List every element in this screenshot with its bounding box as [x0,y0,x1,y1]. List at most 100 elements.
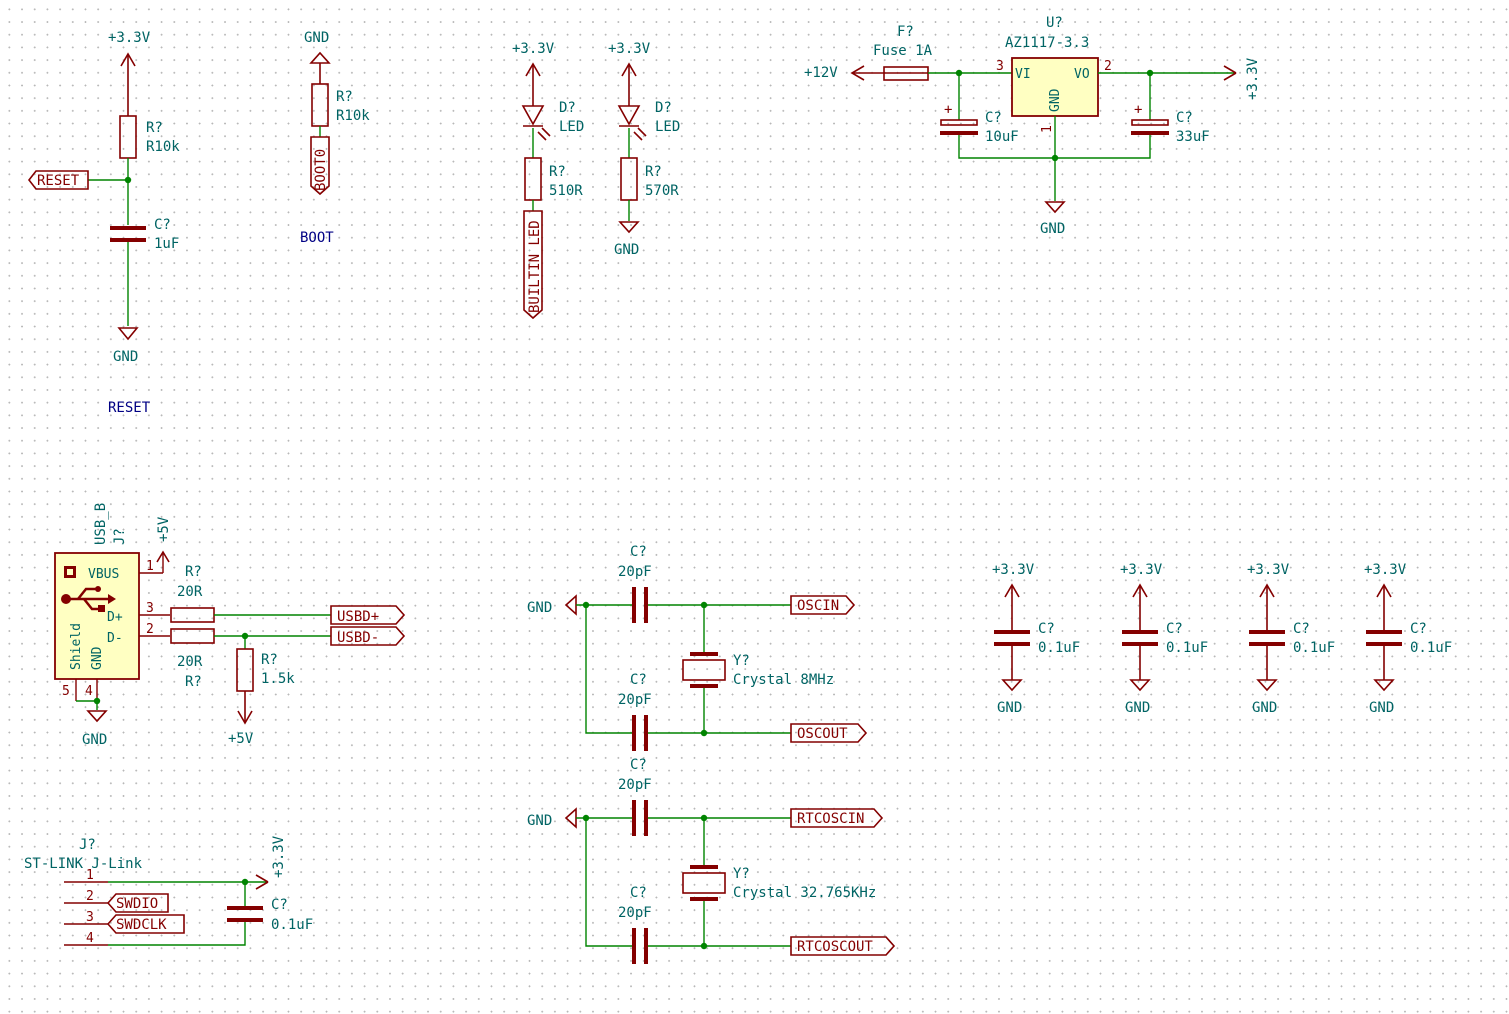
decap3-power-arrow [1259,583,1275,598]
usb-pin-dm: D- [107,631,123,646]
decap4-ref: C? [1410,621,1427,637]
reg-pin1-num: 1 [1040,125,1055,133]
reset-power-label: +3.3V [108,30,151,46]
led2-power-arrow [621,62,637,77]
usb-bottom-power-label: +5V [228,731,254,747]
regulator-body[interactable] [1011,57,1099,117]
usb-r1[interactable] [170,607,215,623]
reset-resistor[interactable] [119,115,137,159]
led1-power-arrow [525,62,541,77]
osc-rtc-y-value: Crystal 32.765KHz [733,885,876,901]
usb-5v-label: +5V [156,516,172,542]
reg-pin3-num: 3 [996,59,1004,74]
reg-out-power-label: +3.3V [1245,57,1261,100]
stlink-pin4-num: 4 [86,931,94,946]
decap1-power-arrow [1004,583,1020,598]
boot-net-label-shape[interactable] [310,136,330,196]
usb-dm-net-label-shape[interactable] [330,626,406,646]
led2-resistor[interactable] [620,157,638,201]
osc-main-c1-value: 20pF [618,564,652,580]
reg-c1-plate-top [940,119,978,126]
reset-gnd-label: GND [113,349,138,365]
led1-diode-value: LED [559,119,584,135]
led1-resistor[interactable] [524,157,542,201]
led1-resistor-value: 510R [549,183,583,199]
stlink-swdio-net-label-shape[interactable] [106,893,169,913]
osc-rtc-in-net-label-shape[interactable] [790,808,884,828]
osc-main-y-value: Crystal 8MHz [733,672,834,688]
usb-5v-arrow [156,550,170,563]
reg-in-arrow [850,65,865,81]
osc-main-out-net-label-shape[interactable] [790,723,868,743]
osc-rtc-gnd-label: GND [527,813,552,829]
osc-main-c2-ref: C? [630,672,647,688]
reg-c2-ref: C? [1176,110,1193,126]
usb-icon [61,586,116,612]
osc-rtc-crystal[interactable] [682,872,726,894]
reg-pin-vo: VO [1074,67,1090,82]
usb-pin4-num: 4 [85,684,93,699]
led1-diode-triangle[interactable] [521,105,545,126]
usb-r2-ref: R? [185,674,202,690]
decap3-value: 0.1uF [1293,640,1335,656]
stlink-value: ST-LINK J-Link [24,856,143,872]
osc-rtc-c1-value: 20pF [618,777,652,793]
regulator-circuit: +12V F? Fuse 1A U? AZ1117-3.3 VI VO GND … [804,15,1261,237]
osc-rtc-out-net-label-shape[interactable] [790,936,896,956]
osc-main-in-net-label-shape[interactable] [790,595,856,615]
fuse-ref: F? [897,24,914,40]
usb-pin5-num: 5 [62,684,70,699]
led1-net-label-shape[interactable] [523,210,543,320]
usb-r3[interactable] [236,648,254,692]
boot-resistor[interactable] [311,83,329,127]
decap3-power-label: +3.3V [1247,562,1290,578]
osc-rtc-c2-ref: C? [630,885,647,901]
osc-main-gnd-symbol [564,594,577,616]
fuse-value: Fuse 1A [873,43,933,59]
decap2-value: 0.1uF [1166,640,1208,656]
led2-gnd-symbol [618,221,640,234]
decap1-gnd-label: GND [997,700,1022,716]
osc-main-in-net-label: OSCIN [797,598,839,614]
led1-emit-2 [541,127,551,137]
reset-net-label-shape[interactable] [27,170,89,190]
reg-c1-value: 10uF [985,129,1019,145]
led1-diode-ref: D? [559,100,576,116]
usb-dm-net-label: USBD- [337,630,379,646]
reset-note: RESET [108,400,151,416]
usb-dp-net-label-shape[interactable] [330,605,406,625]
usb-ref: J? [112,528,128,545]
osc-main-crystal[interactable] [682,659,726,681]
usb-r2-value: 20R [177,654,203,670]
boot-resistor-ref: R? [336,89,353,105]
boot-circuit: GND R? R10k BOOT0 BOOT [300,30,370,246]
decap4-gnd-label: GND [1369,700,1394,716]
stlink-cap-value: 0.1uF [271,917,313,933]
led2-power-label: +3.3V [608,41,651,57]
oscillator-rtc: GND C? 20pF RTCOSCIN Y? Crystal 32.765KH… [527,757,896,964]
stlink-pin2-num: 2 [86,889,94,904]
reset-power-arrow [120,52,136,67]
boot-note: BOOT [300,230,334,246]
oscillator-main: GND C? 20pF OSCIN Y? Crystal 8MHz C? 20p… [527,544,868,751]
stlink-vcc-label: +3.3V [271,835,287,878]
usb-r3-ref: R? [261,652,278,668]
reg-c2-plate-top [1131,119,1169,126]
osc-main-y-ref: Y? [733,653,750,669]
decap4-gnd-symbol [1373,679,1395,692]
stlink-swdclk-net-label-shape[interactable] [106,914,185,934]
usb-r2[interactable] [170,628,215,644]
stlink-pin3-num: 3 [86,910,94,925]
decap1-value: 0.1uF [1038,640,1080,656]
decap4-power-arrow [1376,583,1392,598]
led1-net-label: BUILTIN_LED [527,220,543,313]
decap2-gnd-label: GND [1125,700,1150,716]
osc-rtc-out-junction [700,942,708,950]
led1-emit-1 [537,131,547,141]
led2-diode-triangle[interactable] [617,105,641,126]
osc-rtc-out-net-label: RTCOSCOUT [797,939,873,955]
decoupling-cap-2: +3.3V C? 0.1uF GND [1120,562,1208,716]
decap3-gnd-label: GND [1252,700,1277,716]
